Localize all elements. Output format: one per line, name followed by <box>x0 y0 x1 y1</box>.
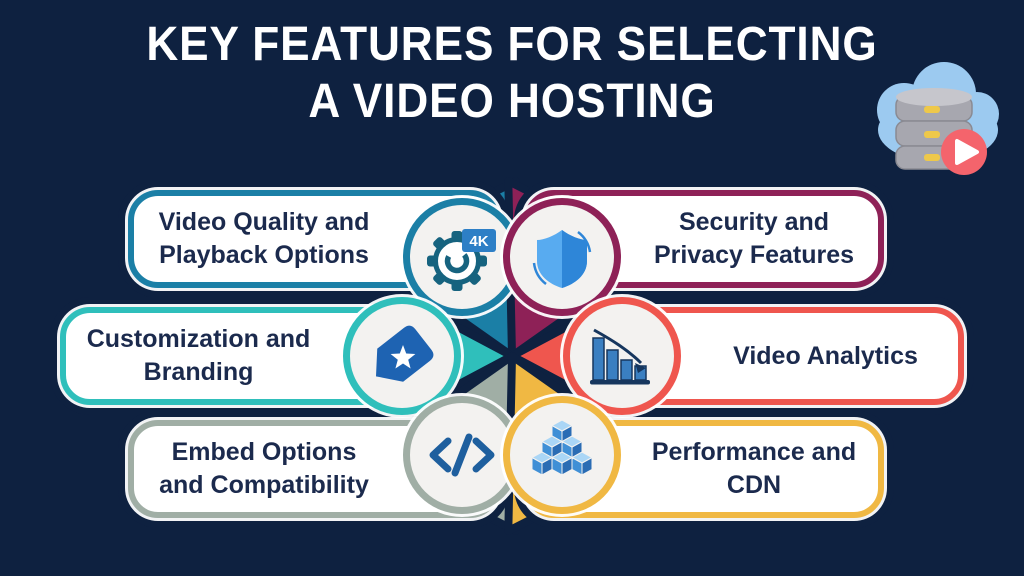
analytics-chart-icon <box>590 328 650 385</box>
feature-label: Privacy Features <box>653 241 855 269</box>
feature-label: Playback Options <box>159 241 369 269</box>
cdn-cubes-icon <box>530 419 594 476</box>
feature-label: CDN <box>726 471 782 499</box>
shield-icon <box>532 230 592 288</box>
cloud-video-hosting-icon <box>877 62 999 175</box>
title-line-2: A VIDEO HOSTING <box>308 75 716 128</box>
feature-label: and Compatibility <box>159 471 369 499</box>
feature-label: Customization and <box>86 325 311 353</box>
svg-text:4K: 4K <box>469 233 488 250</box>
gear-4k-icon: 4K <box>427 229 496 291</box>
feature-icon-circle-customization <box>343 297 461 415</box>
title-line-1: KEY FEATURES FOR SELECTING <box>146 18 878 71</box>
feature-icon-circle-performance <box>503 396 621 514</box>
feature-icon-circle-security <box>503 198 621 316</box>
code-embed-icon <box>429 433 495 477</box>
page-title: KEY FEATURES FOR SELECTING A VIDEO HOSTI… <box>0 16 1024 130</box>
feature-label: Performance and <box>651 438 857 466</box>
feature-label: Branding <box>143 358 254 386</box>
feature-label: Security and <box>678 208 830 236</box>
play-button-icon <box>941 129 987 175</box>
brand-tag-icon <box>375 325 434 382</box>
feature-label: Video Analytics <box>733 341 918 370</box>
feature-label: Embed Options <box>171 438 357 466</box>
feature-icon-circle-video-analytics <box>563 297 681 415</box>
badge-4k: 4K <box>462 229 496 252</box>
feature-label: Video Quality and <box>158 208 370 236</box>
